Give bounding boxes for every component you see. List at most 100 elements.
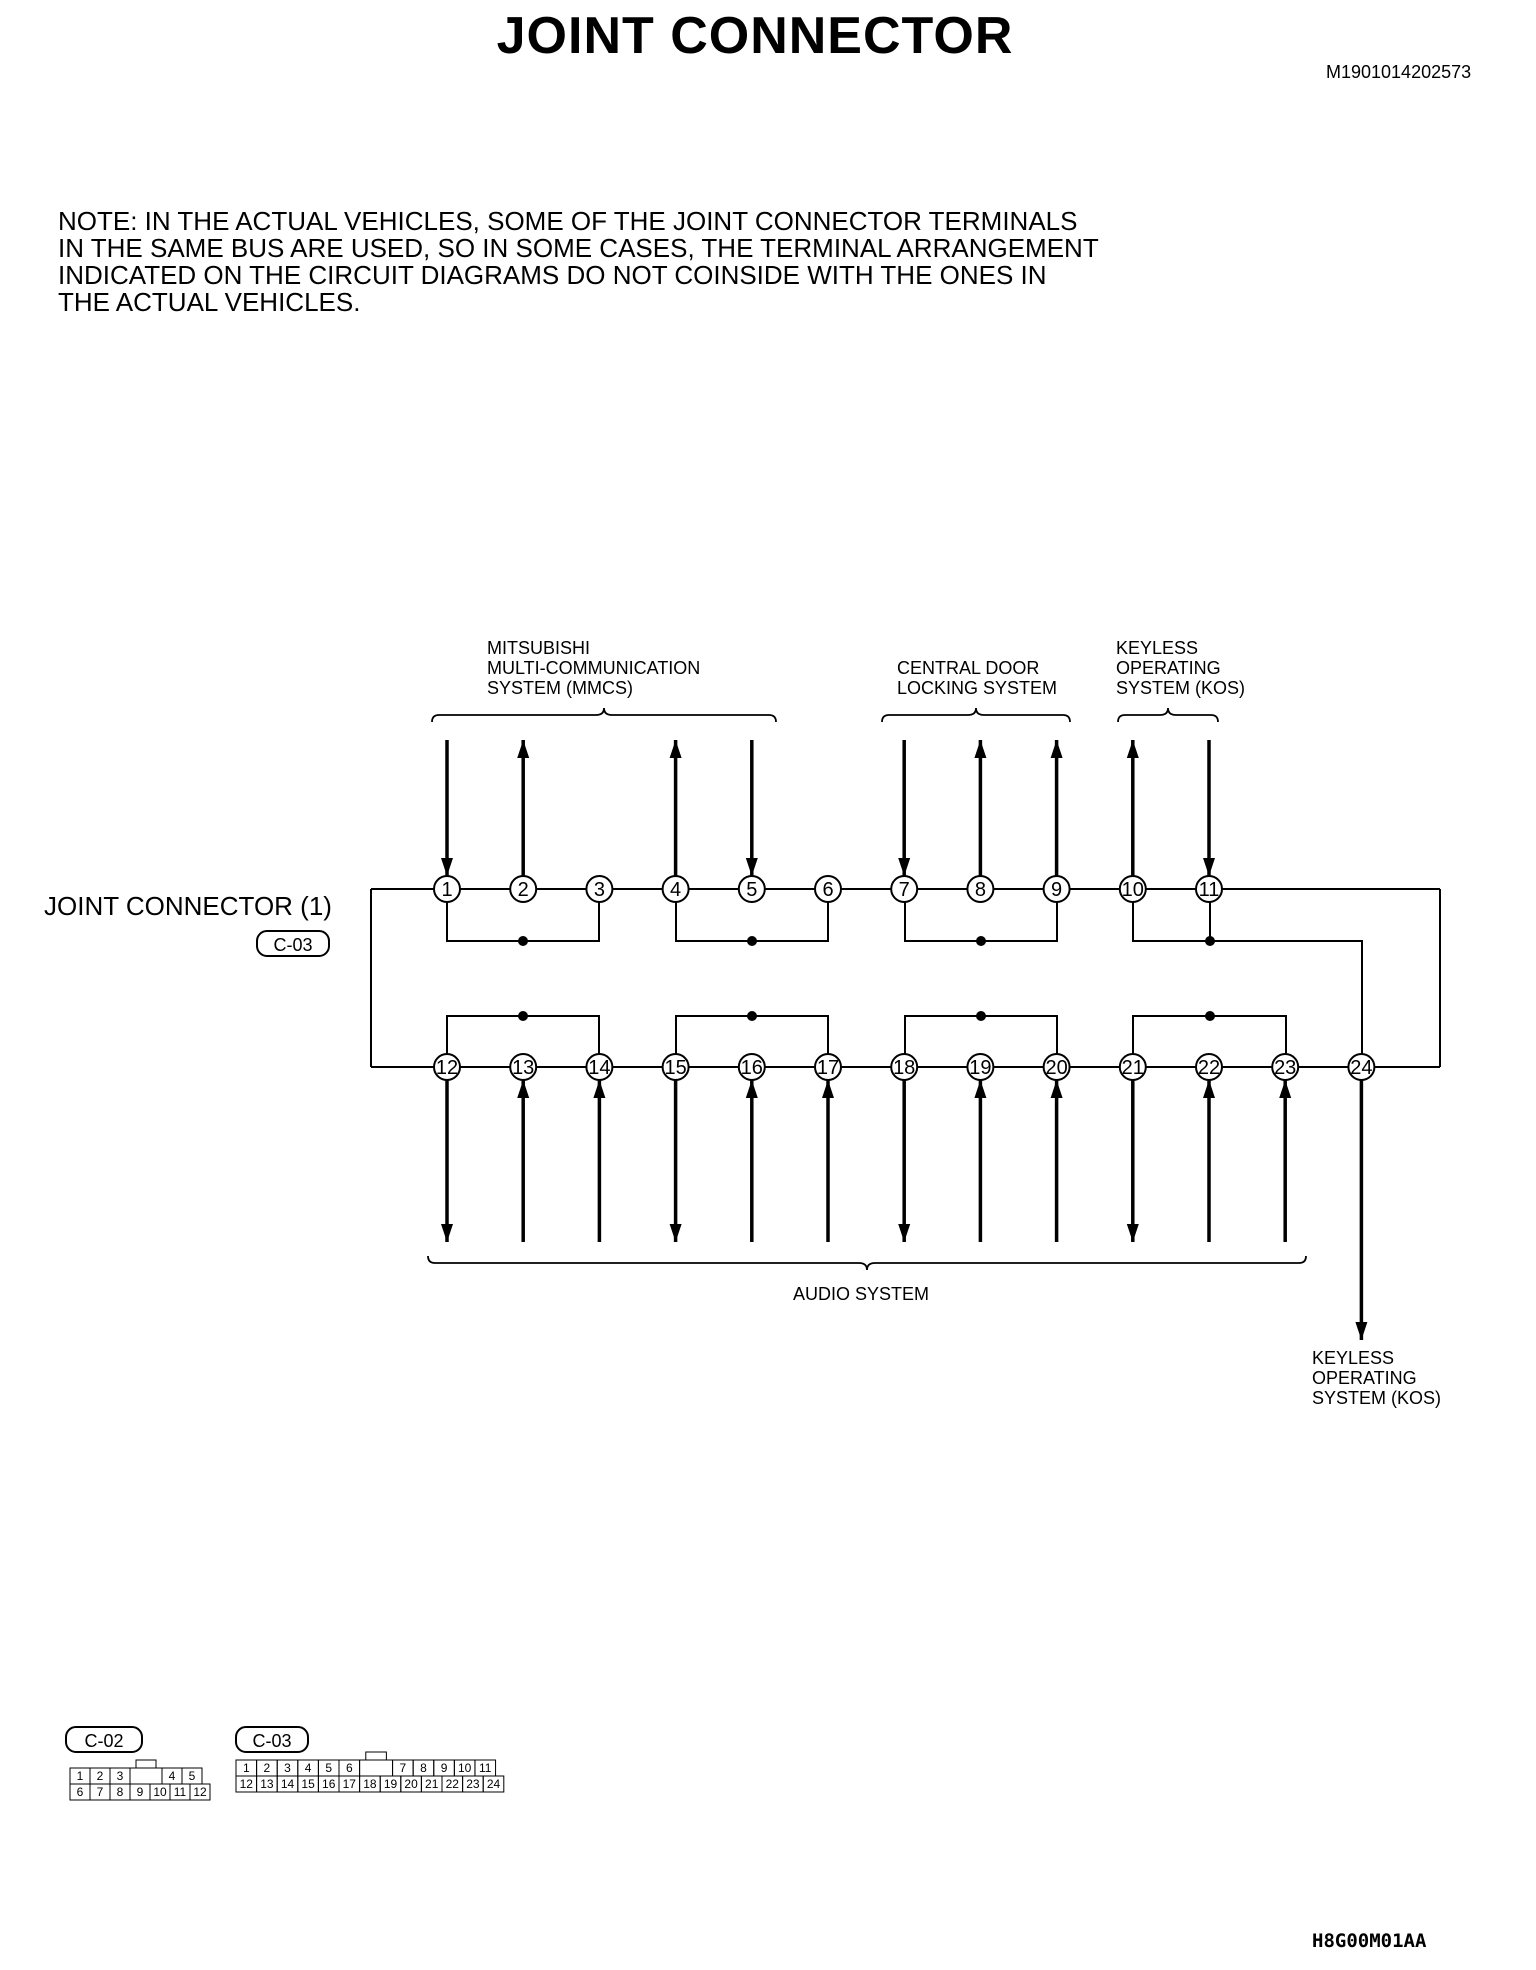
wire-pin-19-arrowhead xyxy=(974,1080,987,1098)
wire-pin-17-arrowhead xyxy=(822,1080,834,1098)
c03-code: C-03 xyxy=(252,1731,291,1751)
wire-pin-4-arrowhead xyxy=(669,740,682,758)
terminal-21 xyxy=(1118,1053,1147,1081)
c03-grid-cell-24 xyxy=(482,1775,505,1793)
mmcs-label: MITSUBISHI MULTI-COMMUNICATION SYSTEM (M… xyxy=(487,638,705,698)
c03-grid-cell-label-22: 22 xyxy=(446,1777,460,1791)
c03-grid-key-tab xyxy=(365,1751,387,1761)
terminal-4 xyxy=(661,875,690,903)
wire-pin-24-arrowhead xyxy=(1355,1322,1368,1340)
document-id: M1901014202573 xyxy=(1326,62,1472,82)
terminal-label-7: 7 xyxy=(899,879,910,901)
mmcs-brace xyxy=(431,707,777,723)
wire-pin-12-arrowhead xyxy=(441,1224,453,1242)
c02-grid-cell-label-11: 11 xyxy=(174,1785,187,1799)
c03-grid-cell-label-5: 5 xyxy=(325,1761,332,1775)
c02-code: C-02 xyxy=(84,1731,123,1751)
terminal-label-3: 3 xyxy=(594,879,605,901)
c03-grid-cell-label-9: 9 xyxy=(441,1761,448,1775)
c03-grid-cell-label-10: 10 xyxy=(458,1761,472,1775)
wire-pin-14-arrowhead xyxy=(593,1080,606,1098)
c03-grid-key xyxy=(359,1759,394,1777)
wire-pin-16-arrowhead xyxy=(745,1080,758,1098)
kos-bottom-label: KEYLESS OPERATING SYSTEM (KOS) xyxy=(1312,1348,1441,1408)
c02-grid-key xyxy=(129,1767,163,1785)
terminal-label-21: 21 xyxy=(1122,1057,1144,1079)
terminal-14 xyxy=(585,1053,614,1081)
terminal-label-22: 22 xyxy=(1198,1057,1220,1079)
wire-pin-23-arrowhead xyxy=(1279,1080,1292,1098)
terminal-10 xyxy=(1118,875,1147,903)
c03-grid-cell-label-15: 15 xyxy=(301,1777,315,1791)
terminal-24 xyxy=(1347,1053,1376,1081)
c03-grid-cell-label-19: 19 xyxy=(384,1777,398,1791)
wire-pin-1-arrowhead xyxy=(441,858,453,876)
c03-grid-cell-label-2: 2 xyxy=(264,1761,271,1775)
terminal-label-14: 14 xyxy=(588,1057,610,1079)
bus-junctions xyxy=(518,936,1215,1021)
terminal-2 xyxy=(509,875,538,903)
c02-grid-cell-label-1: 1 xyxy=(77,1769,84,1783)
wire-pin-9-arrowhead xyxy=(1050,740,1063,758)
c03-grid-cell-label-24: 24 xyxy=(487,1777,501,1791)
central-door-locking-label: CENTRAL DOOR LOCKING SYSTEM xyxy=(897,658,1057,698)
c02-grid-cell-label-3: 3 xyxy=(117,1769,124,1783)
c03-grid-cell-label-23: 23 xyxy=(466,1777,480,1791)
connector-code: C-03 xyxy=(273,935,312,955)
terminal-7 xyxy=(890,875,919,903)
audio-system-label: AUDIO SYSTEM xyxy=(793,1284,929,1304)
wire-pin-22-arrowhead xyxy=(1203,1080,1215,1098)
c02-grid-cell-label-10: 10 xyxy=(153,1785,167,1799)
terminal-label-9: 9 xyxy=(1051,879,1062,901)
terminal-label-5: 5 xyxy=(746,879,757,901)
c02-grid-cell-label-9: 9 xyxy=(137,1785,144,1799)
c03-grid-cell-label-20: 20 xyxy=(404,1777,418,1791)
c02-grid-cell-label-2: 2 xyxy=(97,1769,104,1783)
c02-grid-cell-label-8: 8 xyxy=(117,1785,124,1799)
terminal-8 xyxy=(966,875,995,903)
terminal-3 xyxy=(585,875,614,903)
c02-grid-cell-label-5: 5 xyxy=(189,1769,196,1783)
c02-grid-key-tab xyxy=(135,1759,157,1769)
wire-pin-5-arrowhead xyxy=(745,858,758,876)
terminal-15 xyxy=(661,1053,690,1081)
kos-top-label: KEYLESS OPERATING SYSTEM (KOS) xyxy=(1116,638,1245,698)
terminal-16 xyxy=(737,1053,766,1081)
wire-pin-13-arrowhead xyxy=(517,1080,530,1098)
terminal-22 xyxy=(1195,1053,1223,1081)
wire-pin-8-arrowhead xyxy=(974,740,987,758)
c03-grid-cell-label-14: 14 xyxy=(281,1777,295,1791)
bus-wires xyxy=(370,888,1441,1068)
c03-grid-cell-label-13: 13 xyxy=(260,1777,274,1791)
c03-grid-cell-label-3: 3 xyxy=(284,1761,291,1775)
wire-pin-11-arrowhead xyxy=(1203,858,1215,876)
terminal-label-24: 24 xyxy=(1350,1057,1372,1079)
terminal-label-23: 23 xyxy=(1274,1057,1296,1079)
c03-grid-cell-label-17: 17 xyxy=(343,1777,357,1791)
terminal-13 xyxy=(509,1053,538,1081)
terminal-12 xyxy=(433,1053,461,1081)
c03-grid-cell-label-8: 8 xyxy=(420,1761,427,1775)
c03-grid-cell-label-4: 4 xyxy=(305,1761,312,1775)
terminal-label-20: 20 xyxy=(1045,1057,1067,1079)
c03-grid-cell-label-11: 11 xyxy=(479,1761,492,1775)
terminal-label-1: 1 xyxy=(441,879,452,901)
wire-pin-7-arrowhead xyxy=(898,858,911,876)
terminal-11 xyxy=(1195,875,1223,903)
terminal-label-2: 2 xyxy=(518,879,529,901)
terminal-label-13: 13 xyxy=(512,1057,534,1079)
wire-pin-21-arrowhead xyxy=(1126,1224,1139,1242)
terminal-label-8: 8 xyxy=(975,879,986,901)
terminal-9 xyxy=(1042,875,1071,903)
c03-grid-cell-label-7: 7 xyxy=(400,1761,407,1775)
c03-grid-cell-label-6: 6 xyxy=(346,1761,353,1775)
wire-pin-2-arrowhead xyxy=(517,740,530,758)
terminal-20 xyxy=(1042,1053,1071,1081)
terminal-6 xyxy=(814,875,842,903)
terminal-label-12: 12 xyxy=(436,1057,458,1079)
joint-connector-label: JOINT CONNECTOR (1) xyxy=(44,891,332,921)
